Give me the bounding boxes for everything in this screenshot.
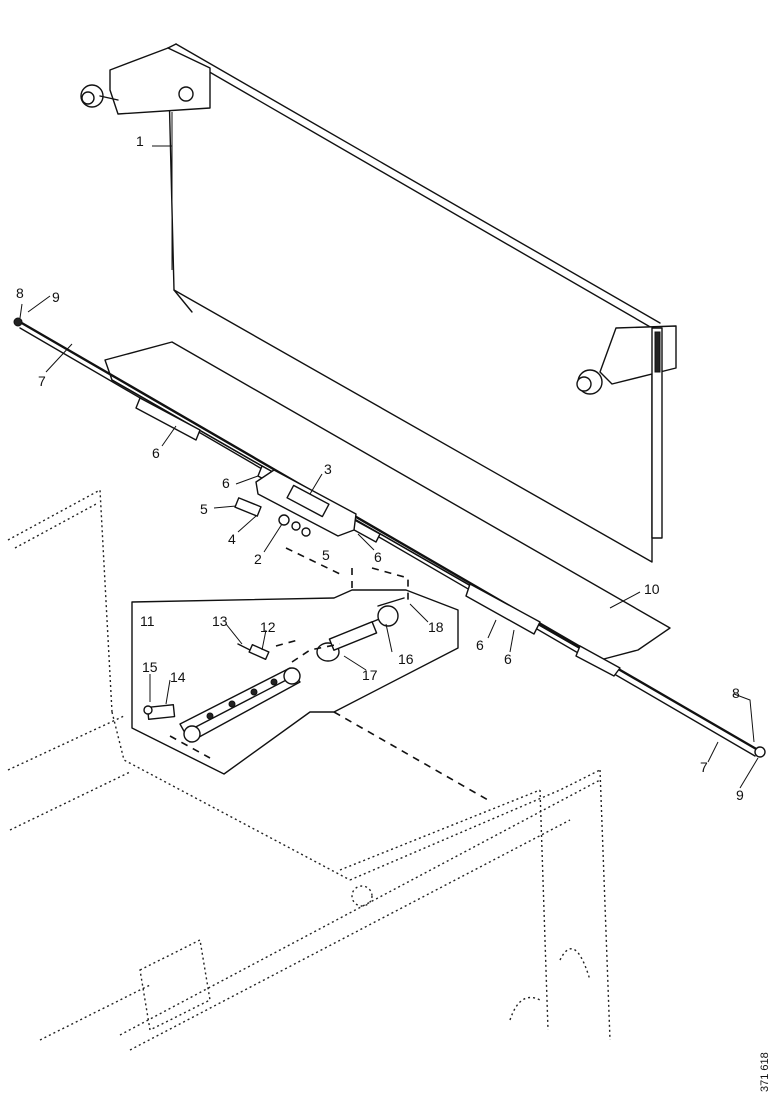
callout-12: 12 xyxy=(260,619,276,635)
callout-15: 15 xyxy=(142,659,158,675)
callout-18: 18 xyxy=(428,619,444,635)
leader-lines xyxy=(19,112,759,789)
callout-16: 16 xyxy=(398,651,414,667)
callout-13: 13 xyxy=(212,613,228,629)
figure-code: 371 618 xyxy=(759,1052,771,1092)
callout-7-left: 7 xyxy=(38,373,46,389)
lever-assembly xyxy=(234,469,357,537)
callout-1: 1 xyxy=(136,133,144,149)
callout-11: 11 xyxy=(140,613,155,629)
lower-housing xyxy=(7,488,611,1051)
callout-6-c: 6 xyxy=(374,549,382,565)
callout-5-b: 5 xyxy=(322,547,330,563)
callout-6-e: 6 xyxy=(504,651,512,667)
callout-17: 17 xyxy=(362,667,378,683)
callout-2: 2 xyxy=(254,551,262,567)
callout-6-b: 6 xyxy=(222,475,230,491)
assembly-dashed-lines xyxy=(169,547,489,801)
callout-10: 10 xyxy=(644,581,660,597)
callout-3: 3 xyxy=(324,461,332,477)
callout-8-right: 8 xyxy=(732,685,740,701)
callout-labels: 1 8 9 7 6 6 3 5 4 2 5 6 10 11 13 12 18 1… xyxy=(16,133,744,803)
callout-9-left: 9 xyxy=(52,289,60,305)
callout-6-a: 6 xyxy=(152,445,160,461)
callout-14: 14 xyxy=(170,669,186,685)
inset-panel-11 xyxy=(131,589,459,775)
callout-8-left: 8 xyxy=(16,285,24,301)
callout-4: 4 xyxy=(228,531,236,547)
callout-7-right: 7 xyxy=(700,759,708,775)
callout-9-right: 9 xyxy=(736,787,744,803)
callout-5-a: 5 xyxy=(200,501,208,517)
panel-part-1 xyxy=(80,43,677,563)
callout-6-d: 6 xyxy=(476,637,484,653)
